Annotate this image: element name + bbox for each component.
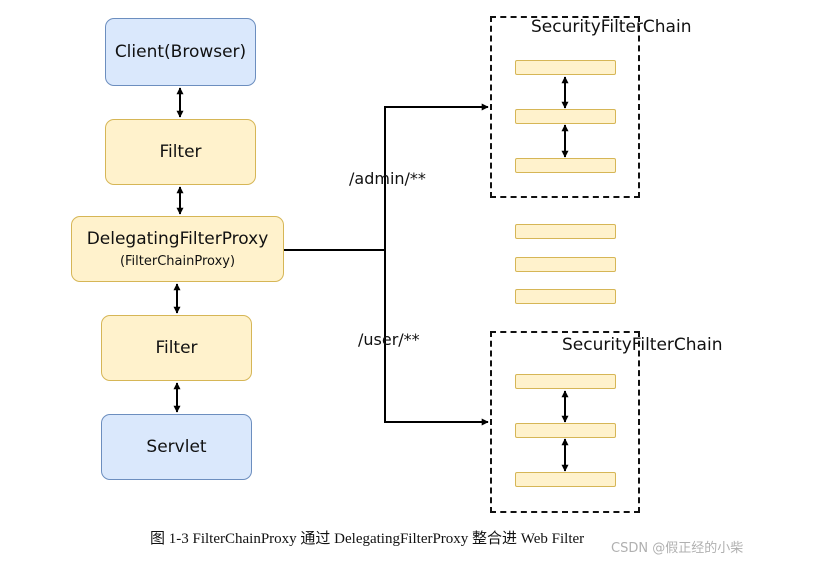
route-label-admin: /admin/** — [349, 169, 426, 188]
filter-top-label: Filter — [159, 142, 202, 162]
client-browser-label: Client(Browser) — [114, 42, 247, 62]
chain-bottom-filter-1 — [515, 374, 616, 389]
standalone-filter-2 — [515, 257, 616, 272]
chain-bottom-filter-2 — [515, 423, 616, 438]
proxy-label: DelegatingFilterProxy — [86, 229, 269, 249]
security-filter-chain-top-title: SecurityFilterChain — [531, 17, 692, 37]
servlet-node: Servlet — [101, 414, 252, 480]
security-filter-chain-bottom-title: SecurityFilterChain — [562, 335, 723, 355]
standalone-filter-3 — [515, 289, 616, 304]
security-filter-chain-bottom — [490, 331, 640, 513]
filter-bottom-label: Filter — [155, 338, 198, 358]
figure-caption: 图 1-3 FilterChainProxy 通过 DelegatingFilt… — [150, 531, 585, 547]
chain-top-filter-3 — [515, 158, 616, 173]
route-label-user: /user/** — [358, 330, 420, 349]
delegating-filter-proxy-node: DelegatingFilterProxy (FilterChainProxy) — [71, 216, 284, 282]
chain-bottom-filter-3 — [515, 472, 616, 487]
security-filter-chain-top — [490, 16, 640, 198]
client-browser-node: Client(Browser) — [105, 18, 256, 86]
chain-top-filter-2 — [515, 109, 616, 124]
filter-bottom-node: Filter — [101, 315, 252, 381]
route-line-user — [384, 250, 489, 426]
chain-top-filter-1 — [515, 60, 616, 75]
csdn-watermark: CSDN @假正经的小柴 — [611, 541, 744, 556]
filter-top-node: Filter — [105, 119, 256, 185]
proxy-sub-label: (FilterChainProxy) — [119, 254, 236, 269]
servlet-label: Servlet — [146, 437, 207, 457]
standalone-filter-1 — [515, 224, 616, 239]
route-line-admin — [284, 103, 489, 251]
